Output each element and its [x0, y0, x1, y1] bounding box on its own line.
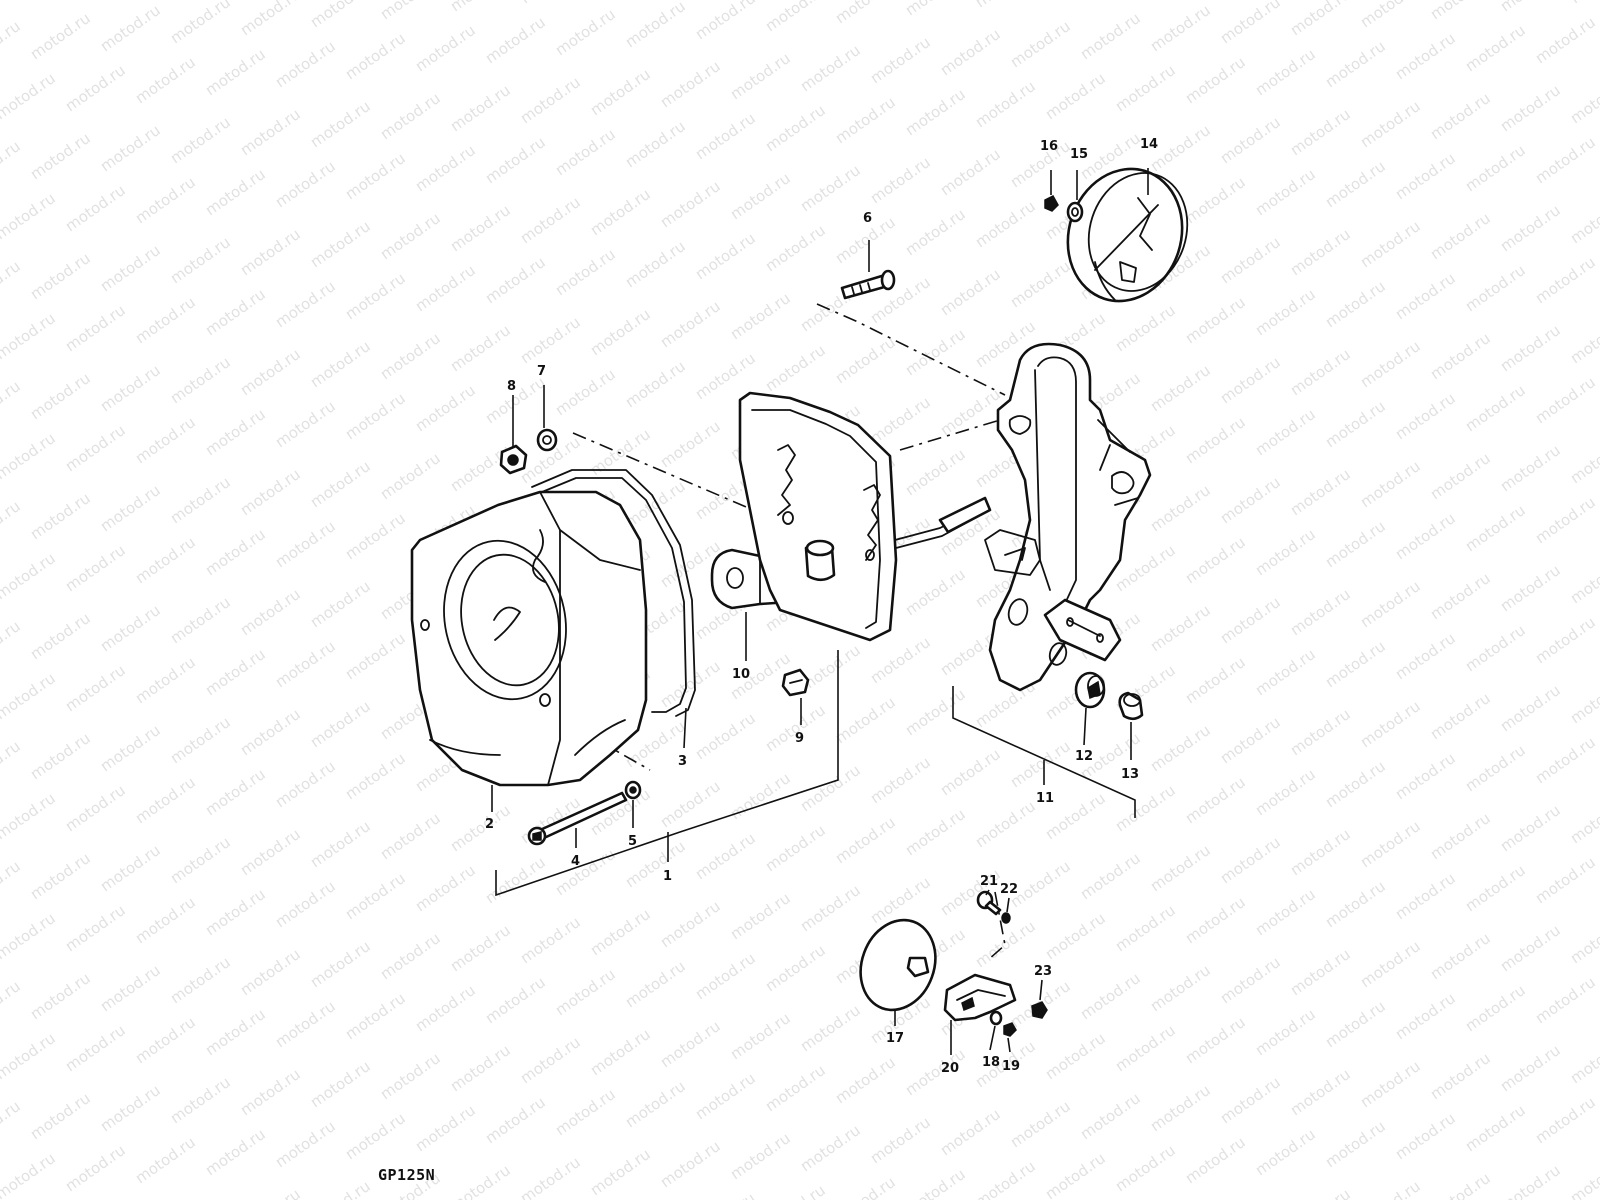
callout-21: 21: [980, 874, 998, 889]
callout-23: 23: [1034, 964, 1052, 979]
callout-5: 5: [628, 834, 637, 849]
callout-16: 16: [1040, 139, 1058, 154]
reflector-14: [1066, 167, 1189, 303]
callout-14: 14: [1140, 137, 1158, 152]
washer-5: [624, 780, 642, 800]
nut-19: [1003, 1022, 1017, 1037]
callout-18: 18: [982, 1055, 1000, 1070]
nut-16: [1044, 195, 1059, 212]
bracket-20: [943, 973, 1017, 1022]
nut-23: [1031, 1001, 1048, 1019]
callout-17: 17: [886, 1031, 904, 1046]
bracket-assembly-11: [984, 342, 1152, 692]
callout-labels: 14 15 16 6 7 8 10 9 3 2 4 5 1 12 13 11 2…: [485, 137, 1158, 1076]
washer-22: [1001, 912, 1011, 924]
grommet-12: [1074, 671, 1106, 709]
callout-19: 19: [1002, 1059, 1020, 1074]
lamp-base-plate: [738, 391, 992, 642]
gasket-3: [531, 469, 696, 717]
callout-8: 8: [507, 379, 516, 394]
callout-2: 2: [485, 817, 494, 832]
callout-6: 6: [863, 211, 872, 226]
clip-9: [781, 668, 810, 697]
leader-lines: [491, 168, 1149, 1055]
callout-9: 9: [795, 731, 804, 746]
screw-4: [527, 791, 628, 846]
bolt-6: [840, 269, 896, 300]
lamp-lens-2: [410, 490, 648, 787]
callout-22: 22: [1000, 882, 1018, 897]
bolt-21: [976, 890, 1002, 916]
callout-12: 12: [1075, 749, 1093, 764]
callout-1: 1: [663, 869, 672, 884]
callout-20: 20: [941, 1061, 959, 1076]
callout-13: 13: [1121, 767, 1139, 782]
washer-15: [1066, 201, 1084, 223]
callout-4: 4: [571, 854, 580, 869]
callout-3: 3: [678, 754, 687, 769]
callout-15: 15: [1070, 147, 1088, 162]
cap-13: [1118, 691, 1144, 721]
reflector-17: [859, 918, 937, 1012]
callout-10: 10: [732, 667, 750, 682]
washer-7: [536, 428, 558, 452]
model-code-label: GP125N: [378, 1166, 436, 1184]
callout-7: 7: [537, 364, 546, 379]
callout-11: 11: [1036, 791, 1054, 806]
washer-18: [989, 1010, 1003, 1026]
nut-8: [499, 444, 528, 475]
